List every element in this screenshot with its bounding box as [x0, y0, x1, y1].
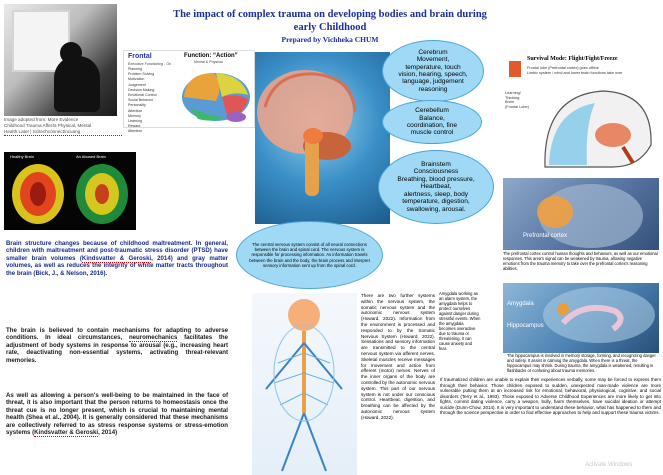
pet-label-abused: An Abused Brain	[76, 154, 106, 159]
brainstem-line: temperature, digestion,	[402, 198, 470, 206]
caption-line-3: Health Later | Scitechconnect/ncuang	[4, 129, 122, 136]
cns-text: The central nervous system consist of al…	[249, 241, 370, 268]
brainstem-line: Consciousness	[413, 168, 459, 176]
nervous-system-text: There are two further systems within the…	[361, 293, 435, 420]
brainstem-line: Heartbeat,	[420, 183, 452, 191]
cerebrum-line: reasoning	[418, 85, 448, 93]
citation-span: Kindsvatter & Geroski	[81, 254, 152, 263]
survival-title: Survival Mode: Flight/Fight/Freeze	[527, 56, 618, 62]
frontal-item: Emotional Control	[128, 93, 157, 98]
frontal-lobe-diagram: Frontal Executive Functioning - On Plann…	[123, 50, 255, 133]
child-photo	[4, 4, 117, 116]
learning-label-line: Learning/	[505, 91, 521, 95]
cerebellum-line: coordination, fine	[406, 122, 458, 129]
function-label: Function: “Action”	[184, 53, 238, 59]
cerebellum-title: Cerebellum	[415, 107, 449, 115]
brainstem-bubble: Brainstem Consciousness Breathing, blood…	[378, 150, 494, 224]
amygdala-text: The hippocampus is involved in memory st…	[507, 353, 656, 373]
cerebrum-line: language, judgement	[402, 78, 464, 86]
cerebrum-title: Cerebrum	[418, 48, 448, 56]
frontal-item: Attention	[128, 129, 143, 134]
photo-caption: Image adopted from: More Evidence Childh…	[4, 117, 122, 136]
amygdala-image: Amygdala Hippocampus	[503, 283, 659, 353]
brainstem-line: swallowing, arousal.	[406, 205, 466, 213]
brain-anatomy-icon	[257, 70, 357, 196]
text-span: , 2014) and gray matter volumes, as well…	[6, 254, 228, 277]
learning-label-line: Thinking	[505, 95, 520, 100]
text-span: Brain structure changes because of child…	[6, 240, 228, 262]
survival-brain-icon	[509, 61, 652, 168]
text-span: As well as allowing a person's well-bein…	[6, 392, 228, 437]
frontal-item: Judgement	[128, 82, 146, 87]
brainstem-title: Brainstem	[421, 161, 451, 169]
amygdala-label: Amygdala	[507, 301, 534, 307]
cerebrum-bubble: Cerebrum Movement, temperature, touch vi…	[382, 40, 484, 102]
frontal-item: Learning	[128, 119, 142, 124]
frontal-item: Motivation	[128, 77, 145, 82]
prefrontal-cortex-image: Prefrontal cortex	[503, 178, 659, 250]
frontal-item: Social Behavior	[128, 98, 153, 103]
brain-lobes-icon	[182, 73, 250, 122]
cerebellum-line: Balance,	[419, 114, 445, 122]
cerebrum-line: Movement,	[416, 56, 450, 64]
nervous-system-image	[252, 293, 357, 475]
activate-windows-watermark: Activate Windows	[585, 462, 633, 468]
frontal-subtitle: Executive Functioning - On	[128, 62, 172, 66]
brain-anatomy-image	[255, 52, 390, 224]
pet-scan-image: Healthy Brain An Abused Brain	[4, 152, 136, 230]
text-span: , 2014)	[98, 429, 118, 437]
brainstem-line: Breathing, blood pressure,	[397, 175, 475, 183]
frontal-item: Problem Solving	[128, 72, 155, 77]
behavior-paragraph: If traumatized children are unable to ex…	[440, 377, 661, 415]
frontal-item: Decision Making	[128, 87, 155, 92]
nervous-system-icon	[265, 299, 343, 472]
survival-line-2: Limbic system / mind and lower brain fun…	[527, 71, 623, 75]
frontal-list: Planning Problem Solving Motivation Judg…	[128, 67, 157, 135]
learning-label-line: (Frontal Lobe)	[505, 104, 529, 109]
cerebrum-line: vision, hearing, speech,	[398, 71, 468, 78]
text-span: The brain is believed to contain mechani…	[6, 327, 228, 342]
cerebellum-bubble: Cerebellum Balance, coordination, fine m…	[382, 100, 482, 144]
learning-label: Learning/ Thinking Brain (Frontal Lobe)	[505, 91, 529, 109]
prefrontal-text: The prefrontal cortex control human thou…	[503, 251, 658, 271]
title-line-1: The impact of complex trauma on developi…	[173, 9, 487, 20]
cerebellum-line: muscle control	[410, 129, 454, 137]
frontal-item: Personality	[128, 103, 146, 108]
frontal-item: Memory	[128, 113, 141, 118]
frontal-item: Reward	[128, 124, 141, 129]
term-span: neuromechanics	[128, 334, 178, 343]
mechanisms-paragraph: The brain is believed to contain mechani…	[6, 327, 228, 364]
title-line-2: early Childhood	[293, 22, 367, 33]
function-sub: Mental & Physical	[194, 60, 223, 64]
brainstem-line: alertness, sleep, body	[403, 190, 469, 198]
cerebrum-line: temperature, touch	[405, 63, 461, 71]
brain-structure-paragraph: Brain structure changes because of child…	[6, 240, 228, 277]
pet-label-healthy: Healthy Brain	[10, 154, 35, 159]
survival-line-1: Frontal lobe (Prefrontal cortex) goes of…	[527, 66, 599, 70]
poster-title: The impact of complex trauma on developi…	[140, 8, 520, 44]
homeostasis-paragraph: As well as allowing a person's well-bein…	[6, 392, 228, 438]
author-line: Prepared by Vichheka CHUM	[281, 35, 379, 44]
caption-line-1: Image adopted from: More Evidence	[4, 117, 79, 122]
frontal-item: Planning	[128, 67, 142, 71]
amygdala-brain-icon	[543, 287, 655, 343]
frontal-item: Attention	[128, 108, 143, 113]
hippocampus-label: Hippocampus	[507, 323, 544, 329]
prefrontal-label: Prefrontal cortex	[523, 233, 568, 239]
learning-label-line: Brain	[505, 100, 514, 105]
caption-line-2: Childhood Trauma Affects Physical, Menta…	[4, 123, 92, 128]
child-silhouette-body	[54, 56, 100, 112]
cns-bubble: The central nervous system consist of al…	[236, 221, 383, 289]
frontal-title: Frontal	[128, 53, 152, 60]
survival-mode-diagram: Survival Mode: Flight/Fight/Freeze Front…	[503, 55, 659, 175]
amygdala-side-text: Amygdala working as an alarm system, the…	[439, 291, 481, 351]
text-span: facilitates the adjustment of body syste…	[6, 334, 229, 364]
window-shape	[12, 10, 70, 72]
pet-brains-icon	[12, 164, 128, 224]
prefrontal-brain-icon	[537, 184, 643, 248]
citation-span: Kindsvatter & Geroski	[34, 429, 99, 438]
